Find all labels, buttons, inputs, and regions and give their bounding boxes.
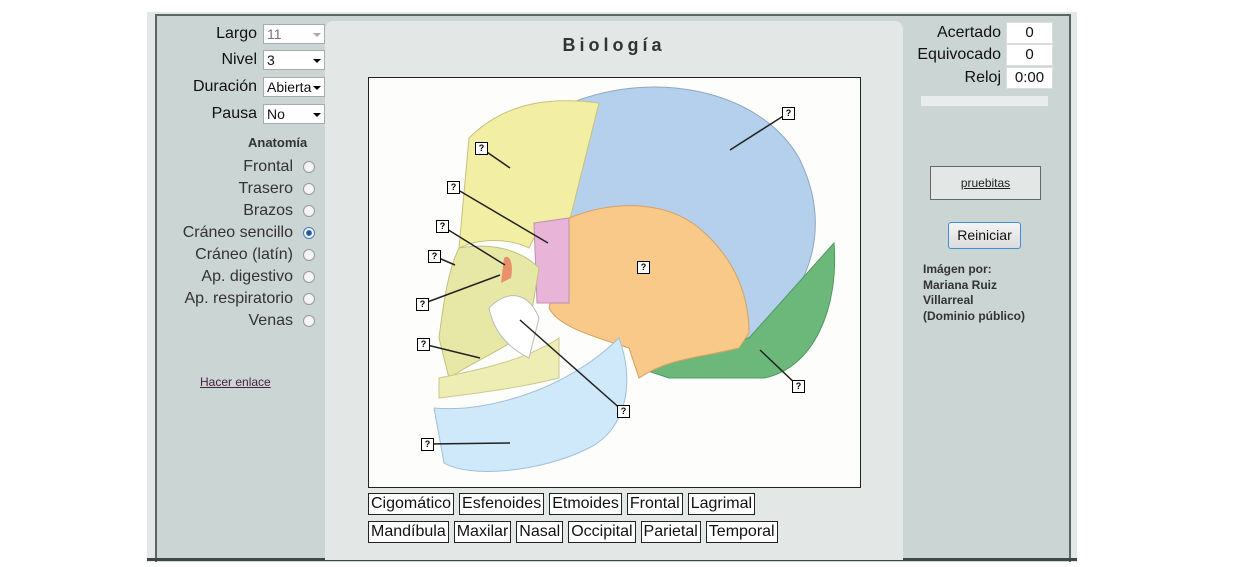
chevron-down-icon: [313, 33, 321, 37]
answer-chip[interactable]: Esfenoides: [459, 493, 545, 515]
radio-button[interactable]: [303, 315, 315, 327]
radio-button[interactable]: [303, 161, 315, 173]
answer-chip[interactable]: Frontal: [626, 493, 683, 515]
leader-line: [759, 349, 799, 387]
answer-chip[interactable]: Parietal: [640, 521, 701, 543]
radio-button[interactable]: [303, 227, 315, 239]
pausa-label: Pausa: [211, 105, 257, 122]
largo-value: 11: [267, 26, 282, 42]
pausa-select[interactable]: No: [263, 104, 325, 124]
skull-image: [421, 86, 836, 472]
chevron-down-icon: [313, 86, 321, 90]
pausa-value: No: [267, 106, 285, 122]
topic-option[interactable]: Venas: [249, 312, 315, 330]
leader-line: [426, 442, 511, 445]
leader-line: [519, 319, 624, 412]
label-marker[interactable]: ?: [416, 298, 429, 311]
topic-option[interactable]: Ap. respiratorio: [184, 290, 315, 308]
answer-chip[interactable]: Cigomático: [368, 493, 455, 515]
largo-select[interactable]: 11: [263, 24, 325, 44]
label-marker[interactable]: ?: [447, 181, 460, 194]
label-marker[interactable]: ?: [421, 438, 434, 451]
nivel-label: Nivel: [221, 51, 257, 68]
progress-bar: [921, 96, 1048, 106]
radio-button[interactable]: [303, 183, 315, 195]
credit-line: Villarreal: [923, 293, 974, 307]
topic-label: Ap. digestivo: [201, 268, 293, 285]
label-marker[interactable]: ?: [436, 220, 449, 233]
answer-chip[interactable]: Lagrimal: [687, 493, 756, 515]
label-marker[interactable]: ?: [637, 261, 650, 274]
leader-line: [452, 186, 549, 244]
nivel-select[interactable]: 3: [263, 50, 325, 70]
chevron-down-icon: [313, 59, 321, 63]
label-marker[interactable]: ?: [617, 405, 630, 418]
answer-chip[interactable]: Nasal: [516, 521, 564, 543]
topic-option[interactable]: Cráneo (latín): [195, 246, 315, 264]
correct-count: 0: [1006, 22, 1053, 44]
leader-line: [729, 112, 789, 151]
nivel-value: 3: [267, 52, 275, 68]
credit-line: Mariana Ruiz: [923, 277, 998, 292]
topic-option[interactable]: Frontal: [243, 158, 315, 176]
topic-option[interactable]: Brazos: [243, 202, 315, 220]
answer-chip[interactable]: Occipital: [568, 521, 636, 543]
label-marker[interactable]: ?: [475, 142, 488, 155]
radio-button[interactable]: [303, 205, 315, 217]
correct-label: Acertado: [936, 24, 1001, 41]
radio-button[interactable]: [303, 249, 315, 261]
image-credit: Imágen por: Mariana Ruiz Villarreal (Dom…: [923, 262, 1025, 324]
topic-label: Brazos: [243, 202, 293, 219]
radio-button[interactable]: [303, 293, 315, 305]
label-marker[interactable]: ?: [428, 250, 441, 263]
pruebitas-link[interactable]: pruebitas: [930, 166, 1041, 200]
credit-line: Imágen por:: [923, 262, 992, 276]
hacer-enlace-link[interactable]: Hacer enlace: [200, 375, 271, 389]
leader-line: [422, 343, 481, 359]
duracion-select[interactable]: Abierta: [263, 77, 325, 97]
page-title: Biología: [562, 35, 666, 55]
topic-label: Venas: [248, 312, 293, 329]
label-marker[interactable]: ?: [782, 107, 795, 120]
topic-option[interactable]: Ap. digestivo: [201, 268, 315, 286]
topic-option[interactable]: Trasero: [238, 180, 315, 198]
topic-label: Cráneo (latín): [195, 246, 293, 263]
answer-chip[interactable]: Mandíbula: [368, 521, 449, 543]
duracion-value: Abierta: [267, 79, 312, 95]
largo-label: Largo: [216, 25, 257, 42]
skull-diagram: [368, 77, 861, 488]
wrong-label: Equivocado: [917, 46, 1001, 63]
topic-label: Ap. respiratorio: [184, 290, 294, 307]
wrong-count: 0: [1006, 44, 1053, 66]
leader-line: [441, 225, 506, 266]
reset-button[interactable]: Reiniciar: [948, 222, 1021, 249]
radio-button[interactable]: [303, 271, 315, 283]
answer-chip[interactable]: Temporal: [705, 521, 778, 543]
answer-chip[interactable]: Maxilar: [453, 521, 512, 543]
topic-label: Cráneo sencillo: [182, 224, 293, 241]
credit-line: (Dominio público): [923, 308, 1025, 323]
chevron-down-icon: [313, 113, 321, 117]
topic-label: Trasero: [238, 180, 293, 197]
clock-value: 0:00: [1006, 67, 1053, 89]
label-marker[interactable]: ?: [792, 380, 805, 393]
topic-label: Frontal: [243, 158, 293, 175]
answer-chip[interactable]: Etmoides: [549, 493, 622, 515]
clock-label: Reloj: [964, 69, 1001, 86]
topic-option[interactable]: Cráneo sencillo: [183, 224, 315, 242]
category-heading: Anatomía: [248, 135, 308, 150]
label-marker[interactable]: ?: [417, 338, 430, 351]
duracion-label: Duración: [192, 78, 257, 95]
leader-line: [421, 274, 501, 305]
